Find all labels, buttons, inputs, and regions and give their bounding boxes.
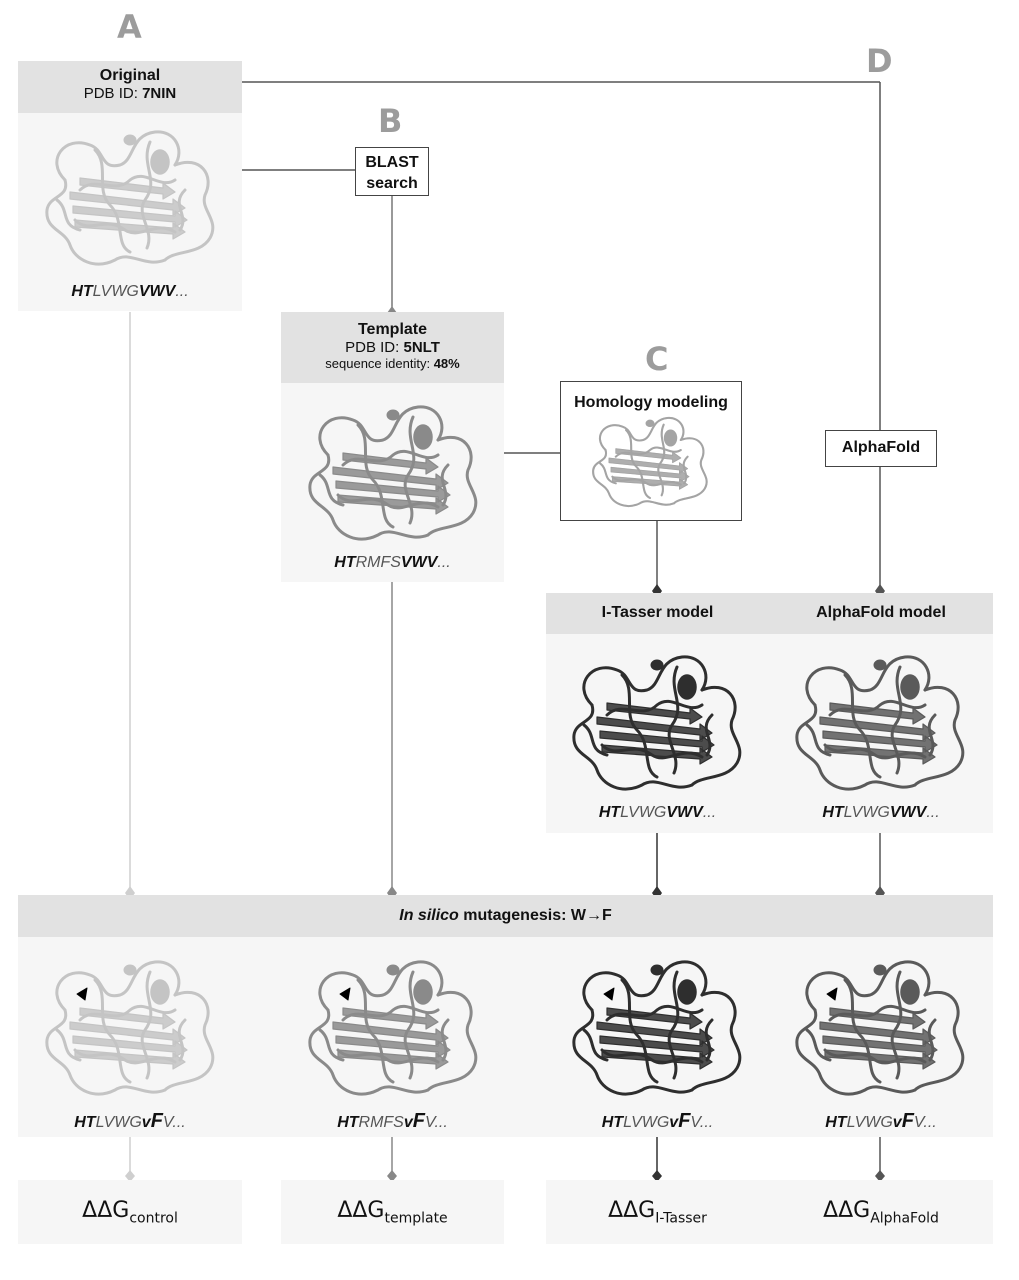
ddg-models-box [546, 1180, 993, 1244]
arrowhead-ddg2 [387, 1170, 397, 1182]
ddg-alphafold: ΔΔGAlphaFold [823, 1198, 939, 1227]
template-header: Template PDB ID: 5NLT sequence identity:… [281, 312, 504, 383]
homology-modeling-box: Homology modeling [560, 381, 742, 521]
original-pdb: PDB ID: 7NIN [83, 85, 177, 102]
alphafold-sequence: HTLVWGVWV... [822, 804, 940, 821]
homology-protein-structure [592, 416, 708, 507]
template-title: Template [357, 321, 428, 338]
arrowhead-ddg4 [875, 1170, 885, 1182]
label-a: A [117, 8, 142, 46]
original-protein-structure [45, 130, 215, 266]
mutant-template-structure [308, 960, 478, 1096]
template-sequence: HTRMFSVWV... [334, 554, 451, 571]
mutant-sequence-alphafold: HTLVWGvFV... [825, 1110, 937, 1132]
label-b: B [378, 102, 403, 140]
original-title: Original [99, 67, 161, 84]
mutant-sequence-template: HTRMFSvFV... [337, 1110, 448, 1132]
label-c: C [645, 340, 669, 378]
alphafold-box: AlphaFold [825, 430, 937, 467]
models-header [546, 593, 993, 634]
ddg-control-box [18, 1180, 242, 1244]
template-pdb: PDB ID: 5NLT [345, 339, 440, 356]
ddg-itasser: ΔΔGI-Tasser [608, 1198, 707, 1227]
mutant-alphafold-structure [795, 960, 965, 1096]
itasser-model-title: I-Tasser model [601, 604, 714, 621]
alphafold-protein-structure [795, 655, 965, 791]
template-protein-structure [308, 405, 478, 541]
arrowhead-ddg3 [652, 1170, 662, 1182]
ddg-control: ΔΔGcontrol [82, 1198, 178, 1227]
arrowhead-ddg1 [125, 1170, 135, 1182]
original-header: Original PDB ID: 7NIN [18, 61, 242, 113]
mutagenesis-header: In silico mutagenesis: W→F [18, 895, 993, 937]
alphafold-model-title: AlphaFold model [816, 604, 946, 621]
label-d: D [866, 42, 893, 80]
mutant-sequence-itasser: HTLVWGvFV... [601, 1110, 714, 1132]
original-sequence: HTLVWGVWV... [71, 283, 189, 300]
itasser-protein-structure [572, 655, 742, 791]
mutant-sequence-control: HTLVWGvFV... [74, 1110, 186, 1132]
ddg-template-box [281, 1180, 504, 1244]
ddg-template: ΔΔGtemplate [337, 1198, 448, 1227]
mutant-itasser-structure [572, 960, 742, 1096]
mutant-original-structure [45, 960, 215, 1096]
itasser-sequence: HTLVWGVWV... [598, 804, 717, 821]
template-identity: sequence identity: 48% [325, 356, 460, 371]
